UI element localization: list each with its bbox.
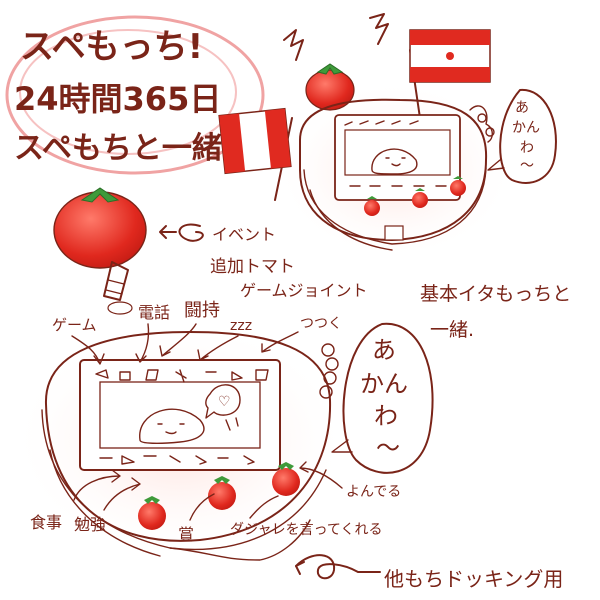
upper-speech-1: あ [515, 100, 529, 116]
annotation-study: 勉強 [74, 515, 106, 534]
event-tomato [53, 187, 147, 315]
flag-icon [218, 107, 293, 201]
annotation-sleep: zzz [230, 318, 252, 334]
upper-speech-2: かん [512, 120, 540, 136]
lower-speech-4: 〜 [376, 434, 400, 462]
upper-device: あ かん わ 〜 [218, 29, 557, 260]
annotation-dajare: ダジャレを言ってくれる [230, 522, 382, 538]
annotation-eat: 食事 [30, 513, 62, 532]
annotation-poke: つつく [300, 316, 342, 332]
annotation-basic-1: 基本イタもっちと [420, 283, 571, 305]
lightning-icon [369, 13, 389, 45]
annotation-reward: 賞 [178, 525, 194, 544]
tomato-button [272, 462, 300, 496]
annotation-call: よんでる [346, 484, 401, 500]
annotation-event: イベント [212, 225, 276, 244]
lower-speech-3: わ [374, 402, 398, 430]
title-line-3: スペもちと一緒 [14, 131, 222, 166]
annotation-tomato-joint: 追加トマト [210, 257, 295, 277]
tomato-button [138, 496, 166, 530]
annotation-meter: 闘持 [184, 300, 220, 321]
title-block: スペもっち! 24時間365日 スペもちと一緒 [5, 15, 265, 175]
tomato-button [364, 196, 380, 216]
annotation-basic-2: 一緒. [430, 319, 474, 341]
title-line-2: 24時間365日 [14, 80, 221, 118]
tomato-button [450, 176, 466, 196]
title-highlight-circle-inner [19, 29, 237, 155]
title-highlight-circle [5, 15, 265, 175]
upper-speech-4: 〜 [520, 158, 534, 174]
upper-speech-3: わ [520, 140, 534, 156]
lightning-icon [283, 29, 304, 61]
title-line-1: スペもっち! [20, 27, 203, 67]
heart-bubble: ♡ [218, 394, 231, 410]
annotation-game-joint: ゲームジョイント [240, 281, 368, 300]
tomato-button [208, 476, 236, 510]
annotation-docking: 他もちドッキング用 [384, 567, 563, 591]
tomato-button [412, 188, 428, 208]
annotation-denwa: 電話 [138, 303, 170, 322]
tomato-icon [305, 63, 355, 111]
lower-speech-1: あ [372, 336, 396, 364]
lower-device: ♡ あ かん わ 〜 [10, 320, 434, 561]
annotation-game: ゲーム [52, 316, 97, 334]
flag-icon [409, 29, 491, 119]
lower-speech-2: かん [360, 370, 408, 398]
